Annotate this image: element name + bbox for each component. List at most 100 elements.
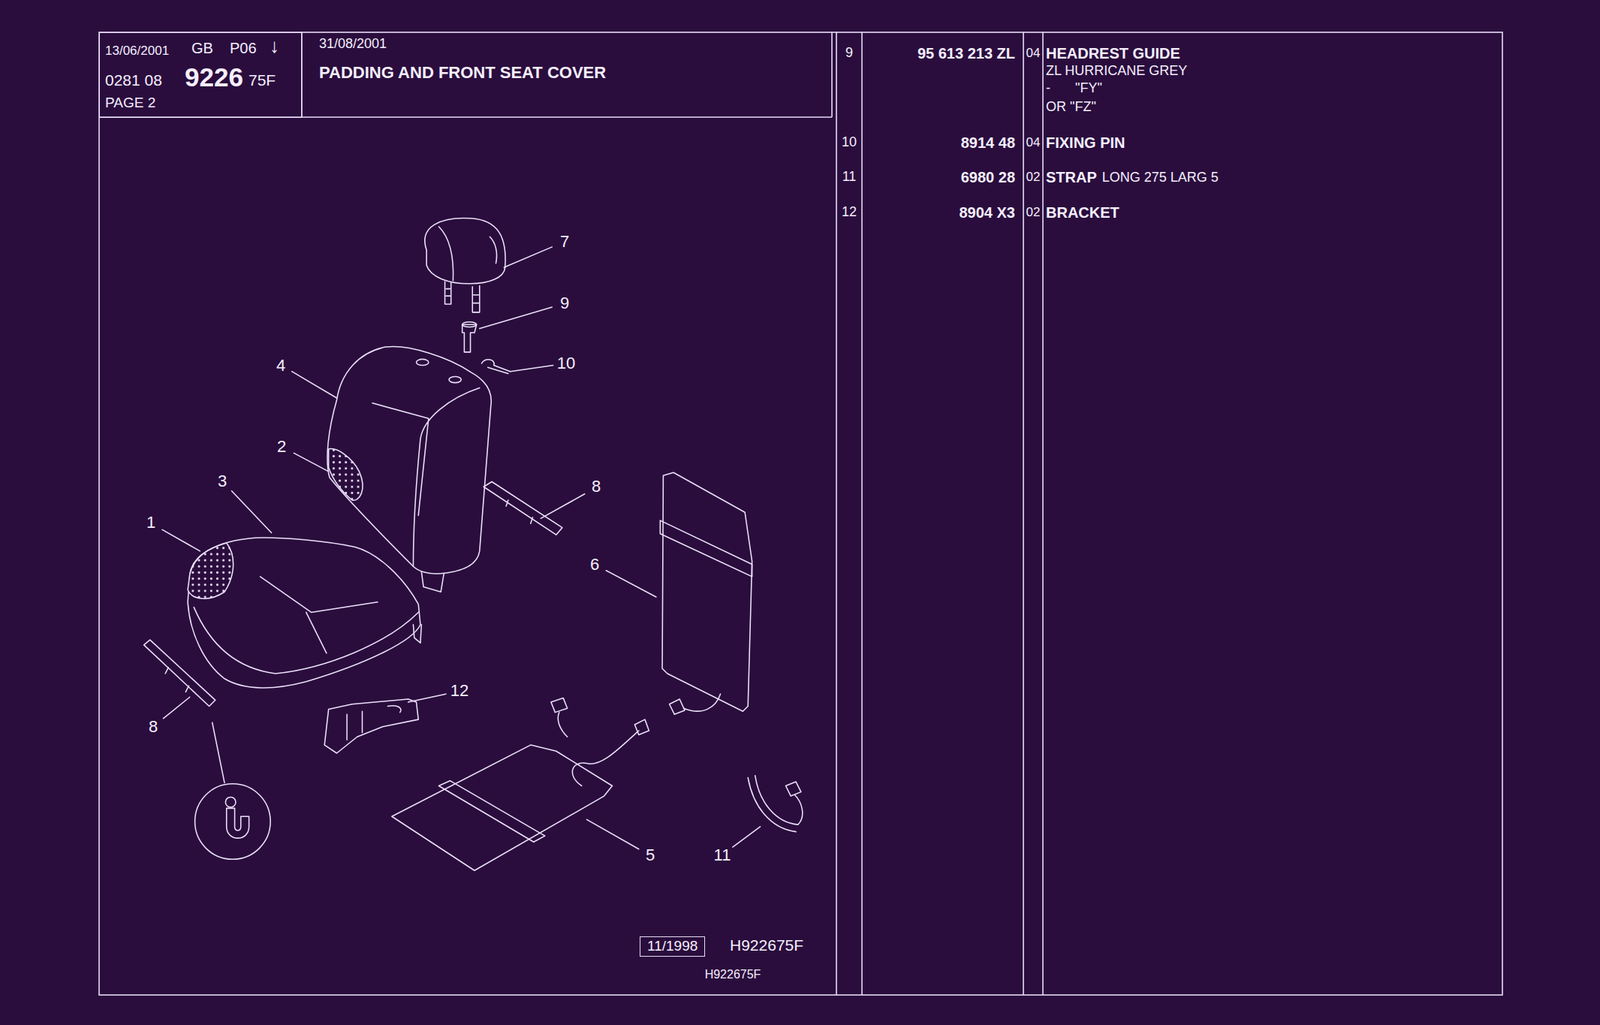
callout-number: 9 <box>560 293 570 314</box>
header-field: P06 <box>229 39 257 58</box>
leader-line <box>293 452 329 471</box>
item-number: 9 <box>845 45 853 62</box>
pad-band <box>438 780 545 843</box>
date-stamp: 11/1998 <box>647 937 698 956</box>
header-field: 75F <box>248 70 276 90</box>
date: 31/08/2001 <box>319 36 387 53</box>
drawing-reference: H922675F <box>705 967 762 982</box>
part-number: 8904 X3 <box>958 203 1016 222</box>
cushion-seam <box>193 576 419 674</box>
item-number: 12 <box>841 204 857 221</box>
bracket <box>324 699 419 754</box>
header-divider <box>831 32 833 118</box>
guide-collar <box>462 322 477 328</box>
cable-strap <box>747 775 803 832</box>
callout-number: 8 <box>148 717 158 737</box>
pad-connector <box>669 693 721 715</box>
part-name: BRACKET <box>1045 203 1120 222</box>
callout-number: 3 <box>217 471 227 492</box>
seat-illustration <box>144 217 803 871</box>
clip-glyph <box>226 807 250 838</box>
clip-glyph <box>225 796 236 808</box>
headrest-seam <box>438 226 497 281</box>
guide-hole <box>415 358 428 365</box>
backrest-foot <box>421 571 444 592</box>
header-field: GB <box>191 39 214 58</box>
page-frame <box>99 32 1503 995</box>
part-number: 95 613 213 ZL <box>917 44 1016 63</box>
part-number: 8914 48 <box>961 133 1016 152</box>
headrest-post <box>445 281 480 313</box>
header-field: PAGE 2 <box>105 94 156 112</box>
drawing-reference: H922675F <box>729 935 804 955</box>
pad-band <box>659 520 752 577</box>
callout-number: 4 <box>276 355 286 376</box>
part-name: HEADREST GUIDE <box>1045 44 1181 63</box>
clip-symbol <box>195 783 272 860</box>
leader-line <box>503 247 552 268</box>
callout-number: 6 <box>590 554 600 575</box>
callout-number: 11 <box>714 845 732 865</box>
part-note: LONG 275 LARG 5 <box>1102 169 1219 187</box>
strap-head <box>785 781 801 796</box>
part-note: OR "FZ" <box>1045 99 1097 116</box>
leader-line <box>408 693 446 703</box>
leader-line <box>605 570 657 597</box>
leader-line <box>232 491 272 534</box>
guide-hole <box>448 376 462 383</box>
part-name: FIXING PIN <box>1045 133 1126 152</box>
part-note: "FY" <box>1075 80 1103 97</box>
header-field: 13/06/2001 <box>105 43 169 59</box>
part-name: STRAP <box>1045 168 1097 187</box>
callout-number: 1 <box>146 512 156 533</box>
leader-line <box>162 696 190 719</box>
quantity: 02 <box>1026 169 1041 185</box>
table-rule <box>1022 32 1025 995</box>
frame <box>99 32 1503 995</box>
leader-line <box>292 371 338 398</box>
leader-line <box>732 826 761 847</box>
leader-line <box>586 819 639 849</box>
leader-line <box>162 529 200 552</box>
quantity: 04 <box>1026 45 1041 61</box>
part-number: 6980 28 <box>961 168 1016 187</box>
callout-number: 10 <box>557 353 576 374</box>
leader-line <box>479 307 552 329</box>
headrest-guide <box>462 324 477 353</box>
table-rule <box>835 32 838 995</box>
callout-number: 2 <box>277 436 287 457</box>
table-rule <box>1042 32 1044 995</box>
backrest-side-padding <box>328 448 363 501</box>
callout-number: 8 <box>591 476 601 497</box>
part-note: ZL HURRICANE GREY <box>1045 63 1188 80</box>
date-box: 11/1998 <box>639 936 706 957</box>
item-number: 11 <box>842 168 857 186</box>
pad-connector <box>551 698 649 736</box>
header-field: 0281 08 <box>105 70 163 90</box>
quantity: 02 <box>1026 204 1041 220</box>
leader-line <box>212 722 225 783</box>
leader-line <box>510 365 554 372</box>
trim-rail <box>144 639 216 706</box>
backrest-cover <box>327 346 492 574</box>
heating-pad-back <box>662 472 753 712</box>
table-rule <box>861 32 863 995</box>
trim-rail <box>483 481 563 535</box>
item-number: 10 <box>841 134 857 151</box>
part-note: - <box>1045 80 1051 97</box>
quantity: 04 <box>1026 135 1041 151</box>
plate-title: PADDING AND FRONT SEAT COVER <box>319 63 606 83</box>
fixing-pin <box>481 359 510 374</box>
callout-number: 5 <box>645 845 655 865</box>
post-notch <box>445 289 479 304</box>
header-field: 9226 <box>184 61 244 94</box>
leader-line <box>540 494 585 519</box>
backrest-seam <box>372 387 480 567</box>
header-cell: 13/06/2001GBP06↓0281 08922675FPAGE 2 <box>99 32 302 118</box>
cushion-cover <box>187 537 421 688</box>
pad-wire <box>557 712 639 787</box>
leader-lines <box>162 247 760 850</box>
callout-number: 7 <box>560 232 570 252</box>
